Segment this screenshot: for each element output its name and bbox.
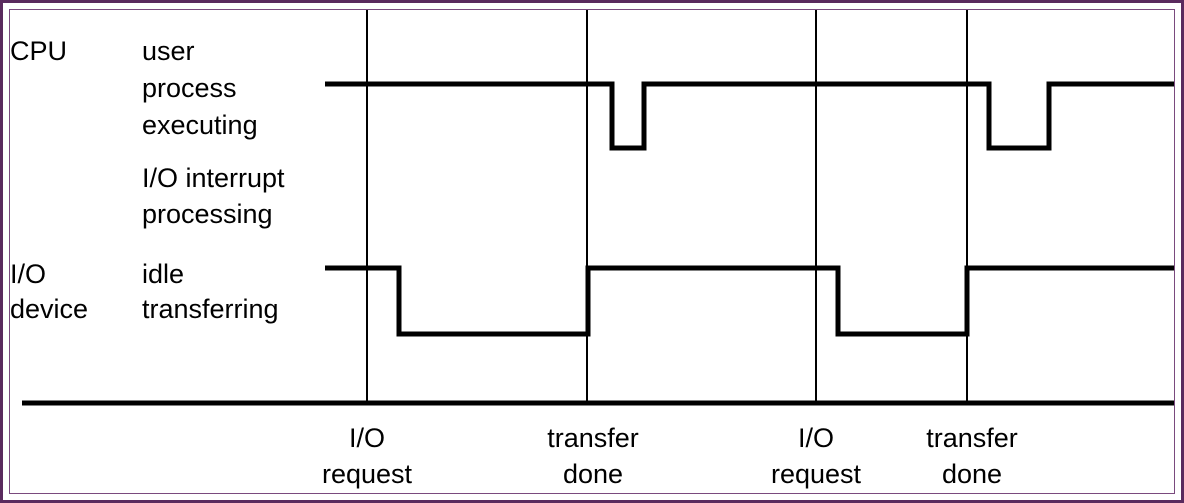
event-label-transfer-done-2-line-1: transfer xyxy=(926,423,1018,453)
label-transferring: transferring xyxy=(142,294,279,324)
diagram-inner-border xyxy=(9,9,1175,494)
event-label-io-request-1-line-2: request xyxy=(322,459,413,489)
event-label-io-request-1-line-1: I/O xyxy=(349,423,385,453)
label-io-interrupt-line-1: I/O interrupt xyxy=(142,163,285,193)
label-idle: idle xyxy=(142,259,184,289)
label-user-process-line-2: process xyxy=(142,73,237,103)
label-io-device-line-2: device xyxy=(10,294,88,324)
event-label-transfer-done-2-line-2: done xyxy=(942,459,1002,489)
event-label-transfer-done-1-line-1: transfer xyxy=(547,423,639,453)
cpu-waveform xyxy=(325,81,1174,151)
label-user-process-line-3: executing xyxy=(142,110,258,140)
event-label-transfer-done-1-line-2: done xyxy=(563,459,623,489)
label-io-interrupt-line-2: processing xyxy=(142,199,273,229)
label-cpu: CPU xyxy=(10,36,67,66)
io-device-waveform xyxy=(325,265,1174,337)
label-io-device-line-1: I/O xyxy=(10,259,46,289)
label-user-process-line-1: user xyxy=(142,36,195,66)
event-label-io-request-2-line-1: I/O xyxy=(798,423,834,453)
event-label-io-request-2-line-2: request xyxy=(771,459,862,489)
